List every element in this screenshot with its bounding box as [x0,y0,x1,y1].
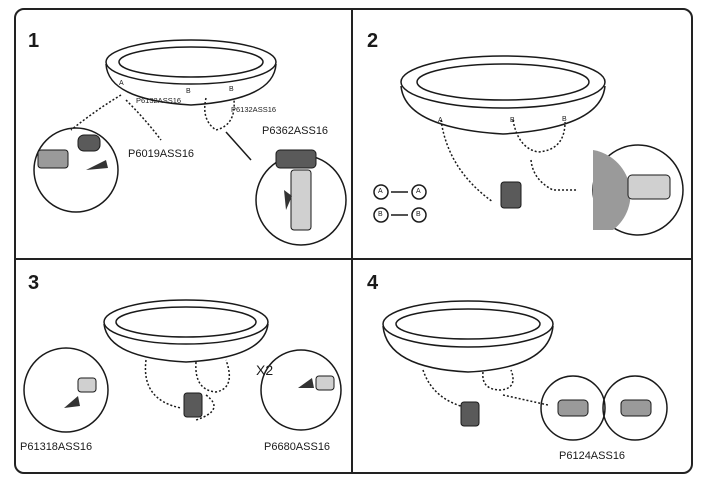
multiplier-label: X2 [256,362,274,378]
step-2-number: 2 [367,30,379,52]
step-2-illustration [373,55,684,236]
hose-a-label: P6132ASS16 [136,96,182,105]
step-1-number: 1 [28,30,40,52]
legend-to-b: B [416,211,421,218]
legend-to-a: A [416,188,421,195]
panel-divider-horizontal [16,258,691,260]
port-letter-b-2: B [562,116,567,123]
port-letter-b: B [186,88,191,95]
step-1-panel: 1 A B B P6132ASS16 P6132ASS16 P6362ASS16… [16,10,351,258]
step-3-panel: 3 X2 P61318ASS16 P6680ASS16 [16,260,351,472]
step-3-number: 3 [28,272,40,294]
left-part-label: P61318ASS16 [20,441,93,453]
port-letter-a: A [119,80,124,87]
right-part-label: P6680ASS16 [264,441,331,453]
port-letter-b: B [510,117,515,124]
panel-divider-vertical [351,10,353,472]
step-4-panel: 4 P6124ASS16 [353,260,691,472]
step-4-number: 4 [367,272,379,294]
step-1-illustration [33,39,347,246]
clamp-label: P6124ASS16 [559,450,626,462]
step-3-illustration [23,299,342,433]
main-hose-label: P6019ASS16 [128,148,195,160]
hose-b-label: P6132ASS16 [231,105,277,114]
port-letter-b-2: B [229,86,234,93]
legend-from-b: B [378,211,383,218]
port-letter-a: A [438,117,443,124]
connector-label: P6362ASS16 [262,125,329,137]
step-2-panel: 2 A B B A A B B [353,10,691,258]
legend-from-a: A [378,188,383,195]
instruction-sheet [14,8,693,474]
step-4-illustration [382,300,668,441]
